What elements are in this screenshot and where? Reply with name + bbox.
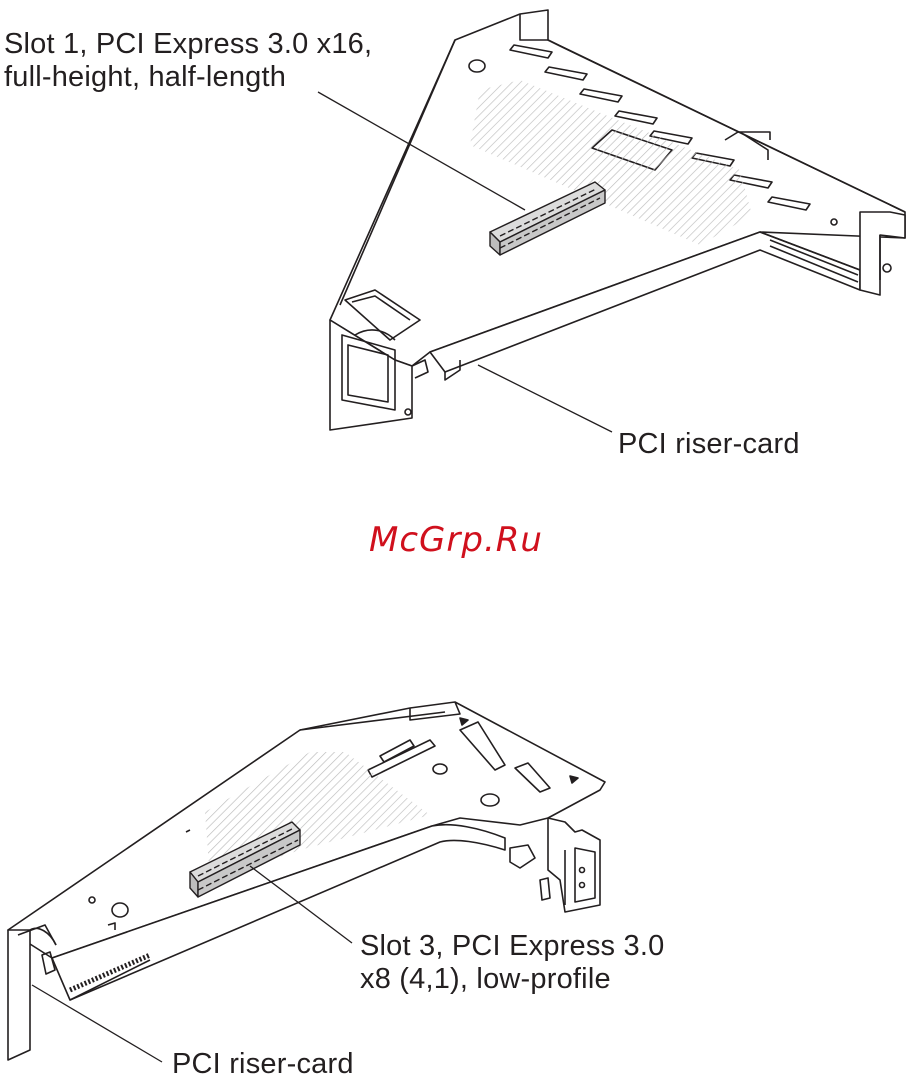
top-riser-label: PCI riser-card: [618, 428, 800, 461]
watermark: McGrp.Ru: [0, 520, 912, 560]
top-riser-label-text: PCI riser-card: [618, 428, 800, 461]
bottom-riser-leader-line: [32, 985, 162, 1062]
top-slot-label: Slot 1, PCI Express 3.0 x16, full-height…: [4, 28, 372, 94]
bottom-slot-label-line1: Slot 3, PCI Express 3.0: [360, 930, 664, 963]
top-slot-label-line1: Slot 1, PCI Express 3.0 x16,: [4, 28, 372, 61]
bottom-riser-label: PCI riser-card: [172, 1048, 354, 1081]
top-riser-leader-line: [478, 365, 612, 432]
bottom-slot-label: Slot 3, PCI Express 3.0 x8 (4,1), low-pr…: [360, 930, 664, 996]
top-slot-label-line2: full-height, half-length: [4, 61, 372, 94]
top-riser-bracket: [330, 10, 905, 430]
bottom-slot-label-line2: x8 (4,1), low-profile: [360, 963, 664, 996]
bottom-riser-label-text: PCI riser-card: [172, 1048, 354, 1081]
